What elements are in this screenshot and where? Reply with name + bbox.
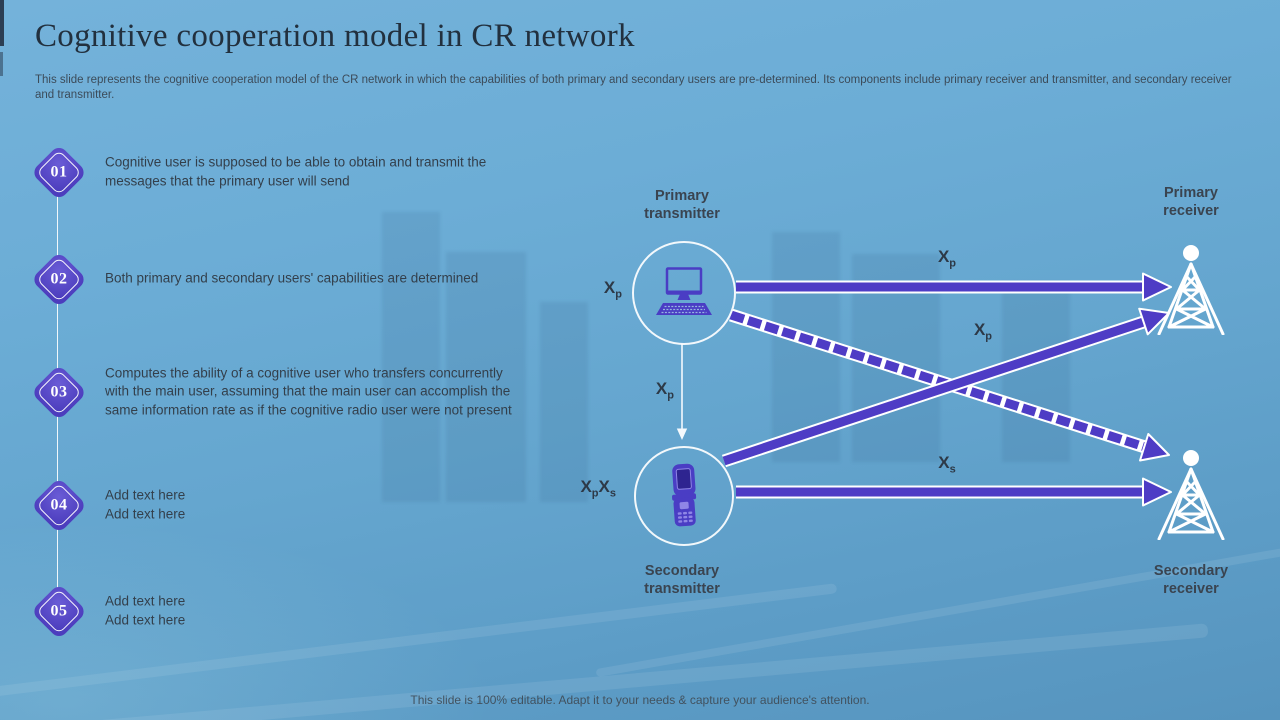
background-building-sliver [0, 0, 4, 46]
signal-label-st-to-pr: Xp [973, 320, 993, 343]
step-text-line: same information rate as if the cognitiv… [105, 402, 512, 418]
background-building-sliver [0, 52, 3, 76]
step-number-badge-02: 02 [30, 250, 87, 308]
step-text-line: Both primary and secondary users' capabi… [105, 270, 479, 286]
background-building [1002, 282, 1070, 462]
signal-label-st-input: XpXs [580, 477, 616, 500]
secondary-transmitter-node [634, 446, 734, 546]
step-text-placeholder-05[interactable]: Add text here Add text here [105, 593, 577, 630]
background-building [540, 302, 588, 502]
timeline-item-05: 05 Add text here Add text here [30, 582, 577, 640]
background-building [446, 252, 526, 502]
step-number-badge-05: 05 [30, 582, 87, 640]
step-text-01: Cognitive user is supposed to be able to… [105, 154, 577, 191]
arrow-pt-to-sr-dashed [729, 308, 1170, 462]
arrow-st-to-pr [721, 307, 1170, 468]
flip-phone-icon [672, 463, 697, 527]
signal-label-pt-input: Xp [603, 278, 622, 301]
diamond-shape: 02 [30, 250, 87, 308]
step-text-placeholder-04[interactable]: Add text here Add text here [105, 487, 577, 524]
background-glow [0, 520, 500, 720]
step-text-line: Add text here [105, 612, 186, 627]
radio-tower-icon [1157, 450, 1225, 540]
arrow-st-to-sr [736, 477, 1172, 507]
step-text-03: Computes the ability of a cognitive user… [105, 364, 577, 420]
step-text-line: Add text here [105, 593, 186, 609]
slide-subtitle: This slide represents the cognitive coop… [35, 74, 1232, 101]
diamond-shape: 05 [30, 582, 87, 640]
arrow-pt-to-st [676, 344, 688, 440]
timeline-item-03: 03 Computes the ability of a cognitive u… [30, 363, 577, 421]
primary-transmitter-label: Primary transmitter [644, 188, 720, 222]
signal-label-pt-to-pr: Xp [937, 247, 957, 270]
diamond-shape: 03 [30, 363, 87, 421]
step-text-line: Add text here [105, 487, 186, 503]
step-number: 03 [50, 383, 67, 400]
background-building [382, 212, 440, 502]
step-text-line: messages that the primary user will send [105, 173, 350, 188]
step-number-badge-03: 03 [30, 363, 87, 421]
step-number: 05 [50, 602, 67, 619]
diamond-shape: 01 [30, 143, 87, 201]
timeline-item-04: 04 Add text here Add text here [30, 476, 577, 534]
step-text-line: Cognitive user is supposed to be able to… [105, 154, 487, 170]
step-text-line: Computes the ability of a cognitive user… [105, 365, 503, 381]
desktop-computer-icon [656, 267, 712, 315]
slide-title: Cognitive cooperation model in CR networ… [35, 18, 635, 54]
step-text-02: Both primary and secondary users' capabi… [105, 270, 577, 289]
step-number: 04 [50, 496, 67, 513]
step-number: 01 [50, 163, 67, 180]
signal-label-pt-to-st: Xp [655, 379, 674, 402]
primary-receiver-label: Primary receiver [1163, 185, 1219, 219]
slide-footer: This slide is 100% editable. Adapt it to… [410, 693, 870, 707]
arrow-pt-to-pr [736, 272, 1172, 302]
diamond-shape: 04 [30, 476, 87, 534]
step-number: 02 [50, 270, 67, 287]
secondary-transmitter-label: Secondary transmitter [644, 563, 720, 597]
step-text-line: Add text here [105, 506, 186, 521]
step-text-line: with the main user, assuming that the ma… [105, 383, 511, 399]
signal-label-st-to-sr: Xs [938, 453, 956, 476]
radio-tower-icon [1157, 245, 1225, 335]
secondary-receiver-label: Secondary receiver [1153, 563, 1229, 597]
timeline-item-02: 02 Both primary and secondary users' cap… [30, 250, 577, 308]
step-number-badge-04: 04 [30, 476, 87, 534]
primary-transmitter-node [632, 241, 736, 345]
step-number-badge-01: 01 [30, 143, 87, 201]
timeline-item-01: 01 Cognitive user is supposed to be able… [30, 143, 577, 201]
